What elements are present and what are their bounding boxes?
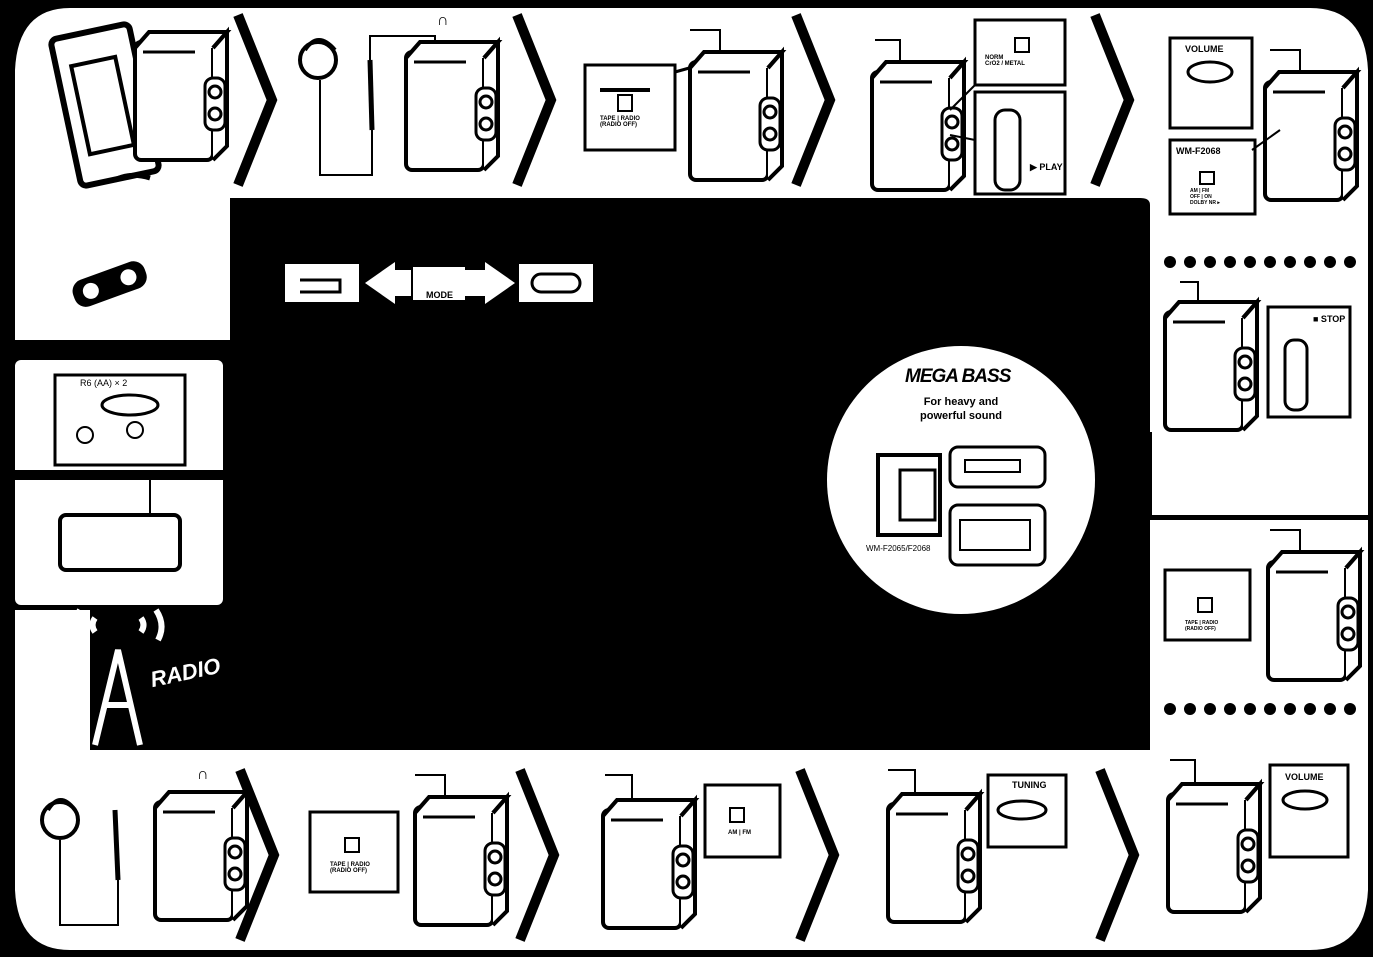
radio-tower-icon xyxy=(71,608,165,746)
step-connect-headphones xyxy=(298,35,500,176)
cassette-logo-icon xyxy=(50,240,171,332)
step-tape-type-play xyxy=(870,18,1067,196)
mega-bass-subtitle: For heavy and powerful sound xyxy=(920,396,1002,422)
dolby-switch-labels: AM | FM OFF | ON DOLBY NR ▸ xyxy=(1190,188,1220,206)
step-radio-select xyxy=(1163,529,1362,682)
volume-label: VOLUME xyxy=(1185,44,1224,54)
step-radio-volume xyxy=(1166,759,1350,914)
step-tuning xyxy=(886,769,1068,924)
stop-button-label: ■ STOP xyxy=(1313,314,1346,324)
mega-bass-title: MEGA BASS xyxy=(905,366,1011,387)
headphones-icon: ∩ xyxy=(437,12,449,29)
tape-type-labels: NORM CrO2 / METAL xyxy=(985,55,1025,67)
mode-label: MODE xyxy=(426,290,453,300)
model-label: WM-F2068 xyxy=(1176,146,1221,156)
step-arrows-top xyxy=(233,13,1135,187)
mode-bar xyxy=(285,262,593,304)
step-band-select xyxy=(601,774,782,930)
step-arrows-bottom xyxy=(235,768,1140,942)
dolby-note: When playing Dolby NR processed tapes, s… xyxy=(1162,222,1356,252)
battery-icon xyxy=(53,373,187,572)
mega-bass-models: WM-F2065/F2068 xyxy=(866,544,931,553)
dot-separator xyxy=(1164,256,1356,715)
radio-switch-labels: TAPE | RADIO (RADIO OFF) xyxy=(330,862,370,874)
step-radio-switch xyxy=(308,774,509,927)
band-switch-labels: AM | FM xyxy=(728,830,752,836)
play-button-label: ▶ PLAY xyxy=(1030,162,1063,172)
radio-tape-radio-labels: TAPE | RADIO (RADIO OFF) xyxy=(1185,620,1219,632)
step-radio-headphones xyxy=(40,790,249,926)
step-insert-cassette xyxy=(48,21,229,189)
tuning-label: TUNING xyxy=(1012,780,1047,790)
headphones-icon: ∩ xyxy=(197,766,209,783)
step-stop xyxy=(1163,281,1352,432)
mega-bass-panel xyxy=(827,346,1095,614)
step-volume-dolby xyxy=(1168,36,1359,216)
battery-label: R6 (AA) × 2 xyxy=(80,378,128,388)
step-tape-radio-switch xyxy=(583,29,784,182)
radio-volume-label: VOLUME xyxy=(1285,772,1324,782)
tape-radio-labels: TAPE | RADIO (RADIO OFF) xyxy=(600,116,640,128)
